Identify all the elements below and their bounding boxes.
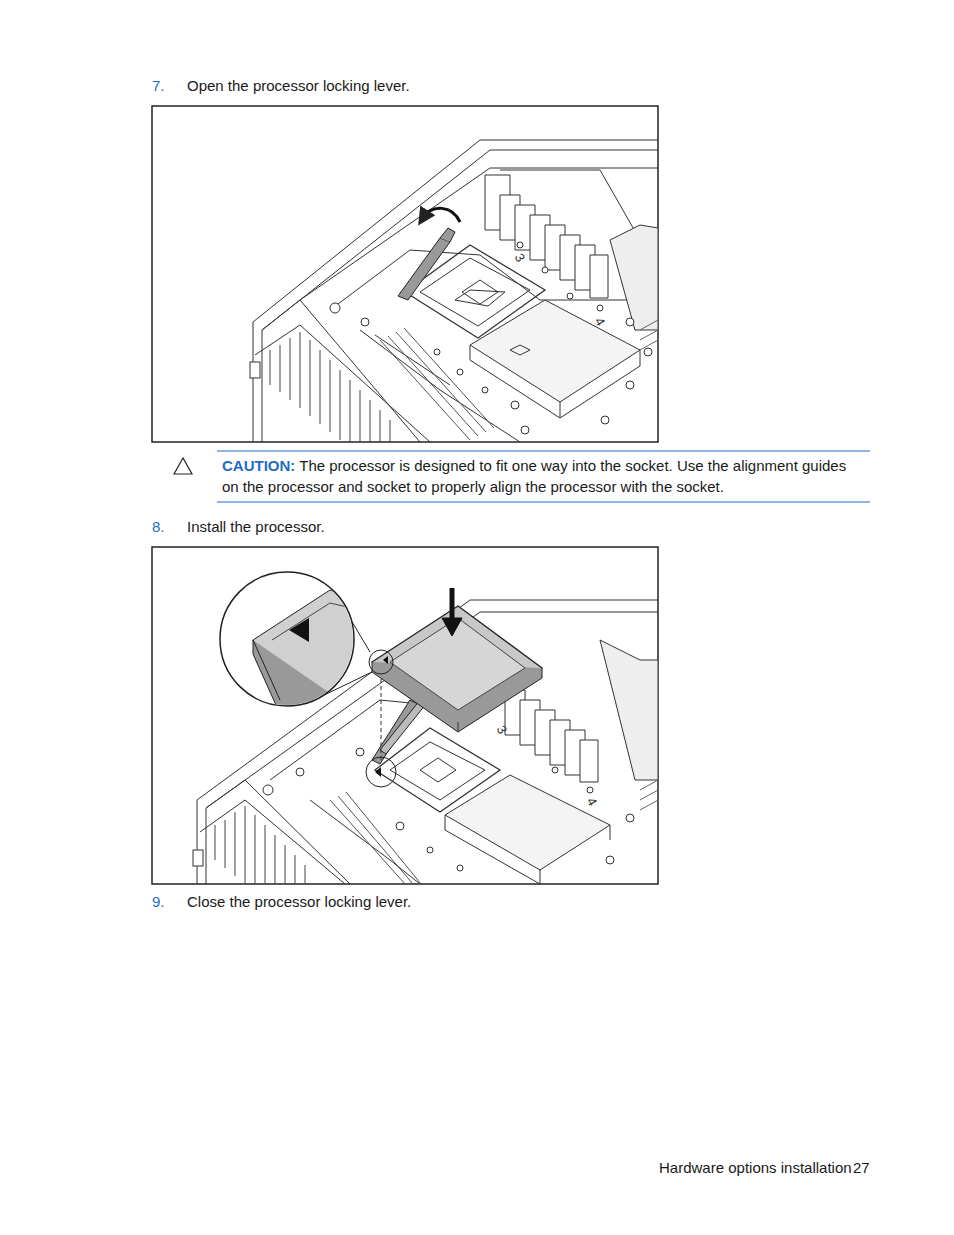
page-number: 27 [853, 1158, 870, 1178]
caution-label: CAUTION: [222, 457, 295, 474]
step-text: Install the processor. [187, 517, 325, 537]
caution-note: CAUTION: The processor is designed to fi… [222, 455, 867, 497]
step-text: Open the processor locking lever. [187, 76, 410, 96]
caution-text: The processor is designed to fit one way… [222, 457, 846, 495]
figure-open-lever [152, 106, 658, 442]
caution-band [174, 451, 870, 502]
step-number: 8. [152, 517, 165, 537]
footer-section: Hardware options installation [659, 1158, 852, 1178]
step-text: Close the processor locking lever. [187, 892, 411, 912]
step-number: 7. [152, 76, 165, 96]
figure-install-processor [152, 547, 658, 884]
step-number: 9. [152, 892, 165, 912]
